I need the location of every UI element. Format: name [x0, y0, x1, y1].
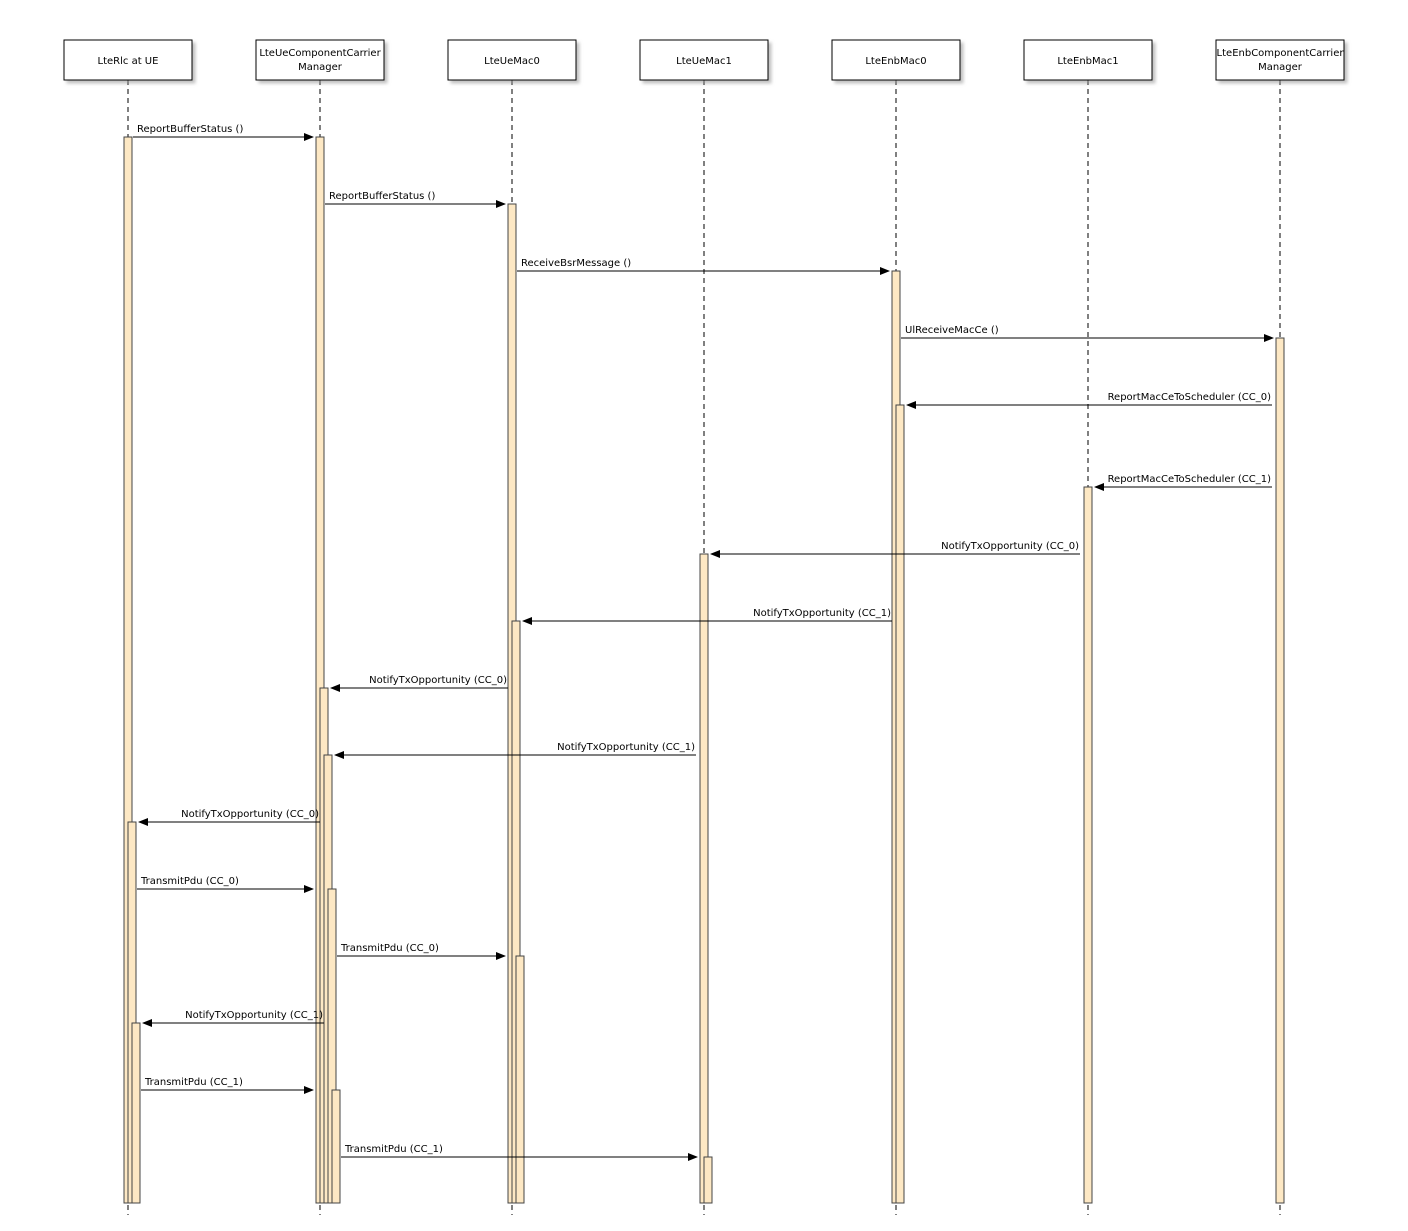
message-label: NotifyTxOpportunity (CC_1)	[753, 608, 891, 619]
message-label: ReportBufferStatus ()	[137, 124, 243, 135]
messages: ReportBufferStatus () ReportBufferStatus …	[133, 124, 1274, 1161]
activation-bar-uecc	[331, 1089, 341, 1204]
participant-uemac0: LteUeMac0	[447, 39, 577, 81]
message-label: TransmitPdu (CC_0)	[340, 943, 439, 954]
participant-label: LteUeComponentCarrier	[259, 48, 381, 59]
activation-bar-uemac1	[699, 553, 709, 1204]
activation-bar-enbcc	[1275, 337, 1285, 1204]
participant-rlc: LteRlc at UE	[63, 39, 193, 81]
message-label: TransmitPdu (CC_0)	[140, 876, 239, 887]
participant-label: LteEnbMac0	[865, 56, 926, 67]
participant-enbmac0: LteEnbMac0	[831, 39, 961, 81]
message-label: ReportMacCeToScheduler (CC_1)	[1108, 474, 1272, 485]
message-label: NotifyTxOpportunity (CC_1)	[557, 742, 695, 753]
activation-bar-uemac1	[703, 1156, 713, 1204]
participant-label: LteEnbMac1	[1057, 56, 1118, 67]
participant-label: LteUeMac1	[676, 56, 732, 67]
participant-uemac1: LteUeMac1	[639, 39, 769, 81]
activation-bar-uemac0	[515, 955, 525, 1204]
message-label: ReportBufferStatus ()	[329, 191, 435, 202]
activation-bar-enbmac0	[895, 404, 905, 1204]
activation-bar-enbmac1	[1083, 486, 1093, 1204]
activation-bar-rlc	[131, 1022, 141, 1204]
message-label: ReceiveBsrMessage ()	[521, 258, 631, 269]
message-label: ReportMacCeToScheduler (CC_0)	[1108, 392, 1272, 403]
participant-label: LteRlc at UE	[98, 56, 159, 67]
message-label: NotifyTxOpportunity (CC_0)	[181, 809, 319, 820]
participant-label: LteEnbComponentCarrier	[1217, 48, 1345, 59]
message-label: NotifyTxOpportunity (CC_0)	[941, 541, 1079, 552]
participant-headers: LteRlc at UE LteUeComponentCarrierManager…	[63, 39, 1345, 81]
participant-label: LteUeMac0	[484, 56, 540, 67]
message-label: TransmitPdu (CC_1)	[344, 1144, 443, 1155]
message-label: UlReceiveMacCe ()	[905, 325, 999, 336]
message-label: NotifyTxOpportunity (CC_1)	[185, 1010, 323, 1021]
participant-label: Manager	[298, 62, 343, 73]
message-label: NotifyTxOpportunity (CC_0)	[369, 675, 507, 686]
participant-label: Manager	[1258, 62, 1303, 73]
message-label: TransmitPdu (CC_1)	[144, 1077, 243, 1088]
participant-enbmac1: LteEnbMac1	[1023, 39, 1153, 81]
activations	[123, 136, 1285, 1204]
